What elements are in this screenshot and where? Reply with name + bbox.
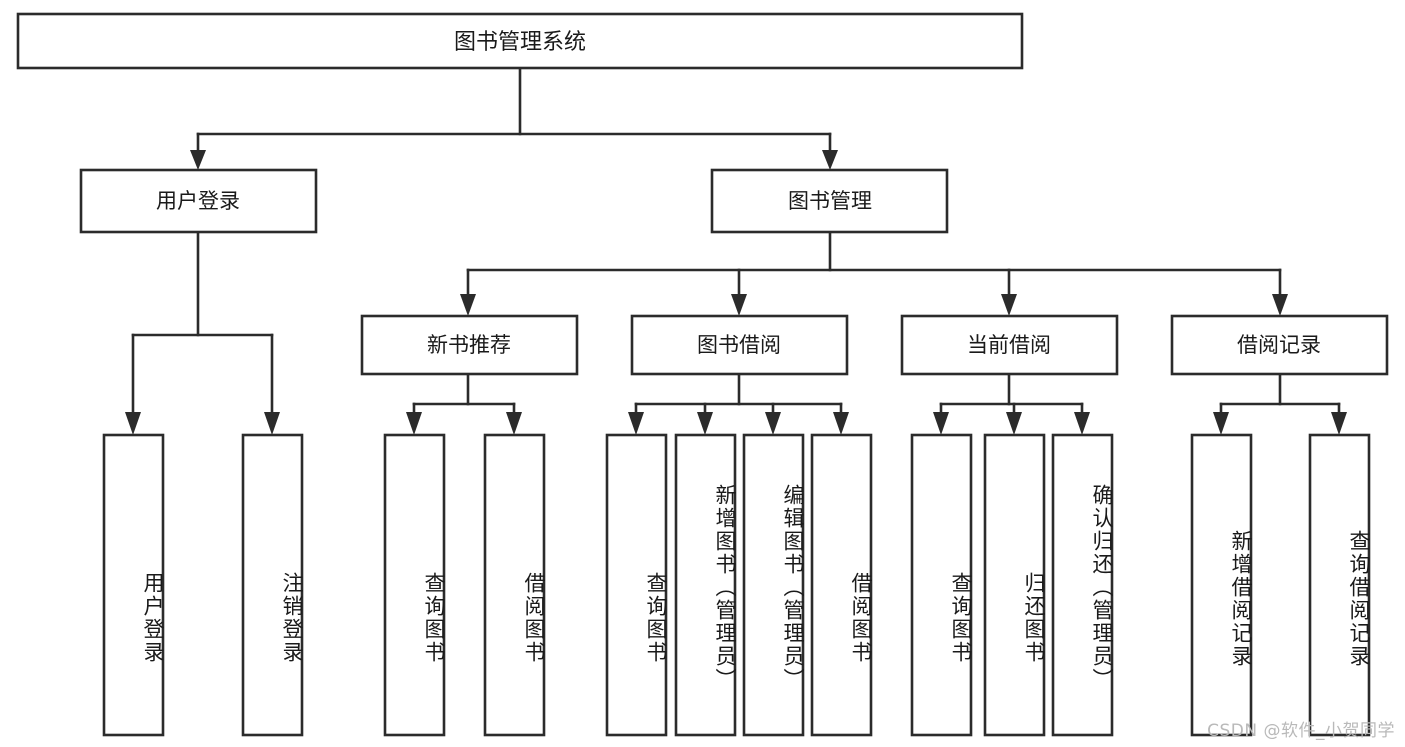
node-borrow-record-label: 借阅记录	[1237, 333, 1321, 357]
arrow-head-cb-leaf-1	[933, 412, 949, 435]
node-current-borrow-label: 当前借阅	[967, 333, 1051, 357]
arrow-head-ul-leaf-2	[264, 412, 280, 435]
node-user-login-label: 用户登录	[156, 189, 240, 213]
node-borrow-record[interactable]: 借阅记录	[1170, 314, 1389, 376]
leaf-box-edit-book-admin[interactable]	[742, 433, 805, 737]
node-root-label: 图书管理系统	[454, 30, 586, 55]
node-current-borrow-box[interactable]	[900, 314, 1119, 376]
node-book-borrow-box[interactable]	[630, 314, 849, 376]
leaf-box-query-book-bb[interactable]	[605, 433, 668, 737]
leaf-box-add-borrow-record[interactable]	[1190, 433, 1253, 737]
node-root-box[interactable]	[16, 12, 1024, 70]
connector-new-book-rec-to-leaves	[406, 372, 522, 435]
leaf-box-borrow-book-bb[interactable]	[810, 433, 873, 737]
arrow-head-cb-leaf-3	[1074, 412, 1090, 435]
arrow-head-br-leaf-1	[1213, 412, 1229, 435]
leaf-box-user-login[interactable]	[102, 433, 165, 737]
csdn-watermark: CSDN @软件_小贺同学	[1207, 721, 1395, 741]
node-new-book-recommend-label: 新书推荐	[427, 333, 511, 357]
leaf-box-confirm-return-admin[interactable]	[1051, 433, 1114, 737]
arrow-head-to-current-borrow	[1001, 294, 1017, 316]
arrow-head-bb-leaf-3	[765, 412, 781, 435]
node-new-book-recommend[interactable]: 新书推荐	[360, 314, 579, 376]
arrow-head-bb-leaf-4	[833, 412, 849, 435]
leaf-boxes	[102, 433, 1371, 737]
arrow-head-bb-leaf-2	[697, 412, 713, 435]
connector-current-borrow-to-leaves	[933, 372, 1090, 435]
arrow-head-to-book-manage	[822, 150, 838, 170]
leaf-box-query-borrow-record[interactable]	[1308, 433, 1371, 737]
arrow-head-nbr-leaf-2	[506, 412, 522, 435]
node-user-login[interactable]: 用户登录	[79, 168, 318, 234]
connector-borrow-record-to-leaves	[1213, 372, 1347, 435]
node-user-login-box[interactable]	[79, 168, 318, 234]
arrow-head-nbr-leaf-1	[406, 412, 422, 435]
node-borrow-record-box[interactable]	[1170, 314, 1389, 376]
leaf-box-query-book-cb[interactable]	[910, 433, 973, 737]
arrow-head-bb-leaf-1	[628, 412, 644, 435]
node-book-management-label: 图书管理	[788, 189, 872, 213]
node-new-book-recommend-box[interactable]	[360, 314, 579, 376]
leaf-box-borrow-book-nbr[interactable]	[483, 433, 546, 737]
leaf-box-logout-login[interactable]	[241, 433, 304, 737]
arrow-head-to-borrow-record	[1272, 294, 1288, 316]
leaf-box-query-book-nbr[interactable]	[383, 433, 446, 737]
arrow-head-to-new-book-rec	[460, 294, 476, 316]
arrow-head-ul-leaf-1	[125, 412, 141, 435]
node-current-borrow[interactable]: 当前借阅	[900, 314, 1119, 376]
connector-user-login-to-leaves	[125, 230, 280, 435]
arrow-head-to-book-borrow	[731, 294, 747, 316]
connector-root-to-level2	[190, 66, 838, 170]
node-book-borrow[interactable]: 图书借阅	[630, 314, 849, 376]
node-book-borrow-label: 图书借阅	[697, 333, 781, 357]
arrow-head-br-leaf-2	[1331, 412, 1347, 435]
leaf-box-return-book[interactable]	[983, 433, 1046, 737]
leaf-box-add-book-admin[interactable]	[674, 433, 737, 737]
connector-book-borrow-to-leaves	[628, 372, 849, 435]
connector-book-manage-to-level3	[460, 230, 1288, 316]
arrow-head-cb-leaf-2	[1006, 412, 1022, 435]
arrow-head-to-user-login	[190, 150, 206, 170]
node-book-management-box[interactable]	[710, 168, 949, 234]
node-book-management[interactable]: 图书管理	[710, 168, 949, 234]
node-root[interactable]: 图书管理系统	[16, 12, 1024, 70]
